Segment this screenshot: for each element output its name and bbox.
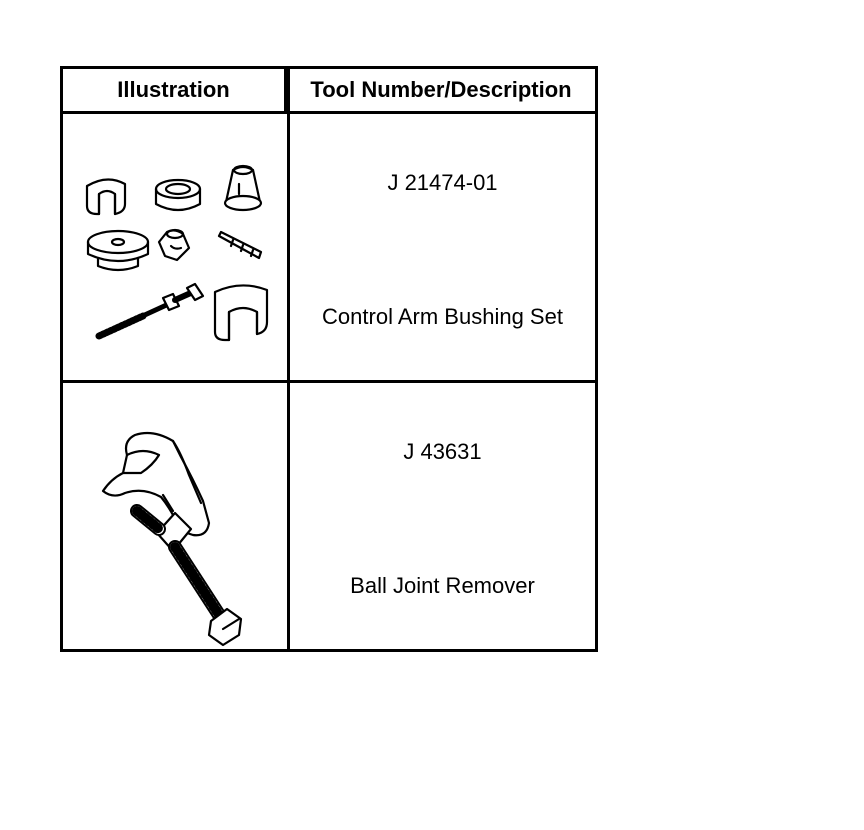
tool-number: J 21474-01	[387, 170, 498, 195]
tool-table: Illustration Tool Number/Description	[60, 66, 598, 652]
tool-description: Control Arm Bushing Set	[322, 304, 563, 329]
header-divider	[63, 111, 595, 114]
column-divider	[287, 69, 290, 649]
header-illustration: Illustration	[63, 69, 287, 111]
ball-joint-remover-icon	[101, 431, 243, 647]
control-arm-bushing-set-icon	[85, 164, 269, 342]
row-2-description-cell: J 43631 Ball Joint Remover	[290, 383, 595, 649]
header-tool-number-description: Tool Number/Description	[310, 77, 572, 102]
tool-number: J 43631	[403, 439, 482, 464]
row-1-illustration-cell	[63, 114, 287, 380]
row-2-illustration-cell	[63, 383, 287, 649]
row-divider	[63, 380, 595, 383]
tool-description: Ball Joint Remover	[350, 573, 535, 598]
row-1-description-cell: J 21474-01 Control Arm Bushing Set	[290, 114, 595, 380]
